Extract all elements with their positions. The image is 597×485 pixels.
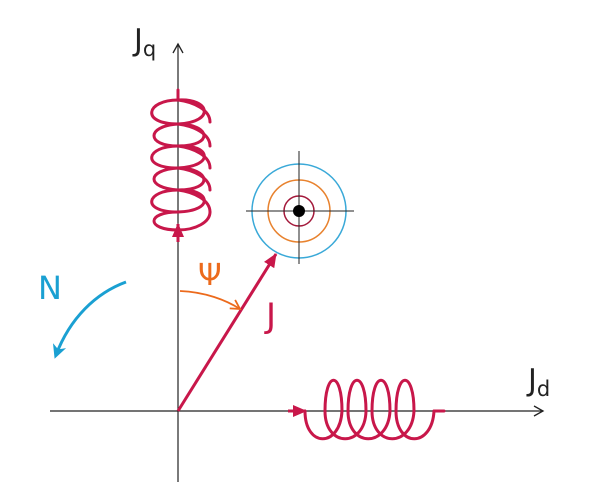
flux-center-dot: [293, 205, 305, 217]
rotation-label: N: [38, 269, 62, 307]
d-axis-label: Jd: [526, 363, 550, 401]
q-axis-label-main: J: [132, 23, 143, 58]
current-vector-arrow: [176, 253, 278, 412]
d-axis-label-sub: d: [537, 377, 550, 401]
flux-target: [246, 151, 354, 264]
current-vector-label: J: [264, 296, 276, 336]
d-axis-coil: [303, 378, 446, 441]
q-axis-label: Jq: [132, 23, 156, 61]
q-axis-coil: [150, 88, 212, 232]
d-axis-label-main: J: [526, 363, 537, 398]
q-axis-label-sub: q: [143, 37, 156, 61]
angle-label: Ψ: [198, 258, 222, 293]
rotation-arrow: [52, 280, 127, 359]
angle-arc: [179, 290, 242, 311]
